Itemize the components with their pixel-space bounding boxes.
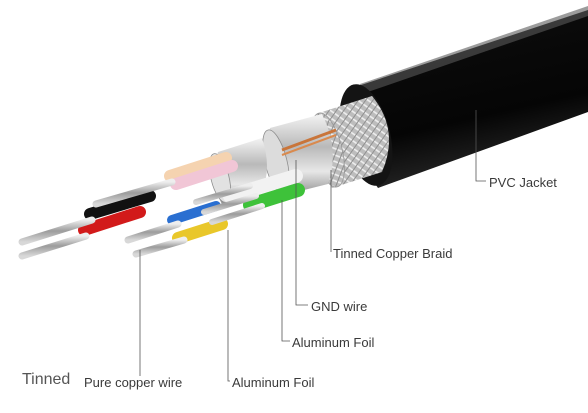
label-tinned-copper-braid: Tinned Copper Braid xyxy=(333,246,453,261)
label-gnd-wire: GND wire xyxy=(311,299,368,314)
wire-green xyxy=(243,183,305,212)
wire-white xyxy=(223,169,303,203)
insulated-wires xyxy=(78,152,305,244)
wire-peach xyxy=(164,152,232,182)
label-aluminum-foil-outer: Aluminum Foil xyxy=(292,335,375,350)
bare-conductors xyxy=(18,178,265,260)
wire-pink xyxy=(170,160,238,190)
gnd-wire xyxy=(281,128,337,156)
label-aluminum-foil-inner: Aluminum Foil xyxy=(232,375,315,390)
wire-red xyxy=(78,206,146,236)
label-tinned: Tinned xyxy=(22,371,71,388)
label-pvc-jacket: PVC Jacket xyxy=(489,175,557,190)
leader-lines xyxy=(139,110,486,382)
wire-black xyxy=(84,190,156,220)
wire-yellow xyxy=(172,218,228,244)
label-pure-copper-wire: Pure copper wire xyxy=(84,375,183,390)
